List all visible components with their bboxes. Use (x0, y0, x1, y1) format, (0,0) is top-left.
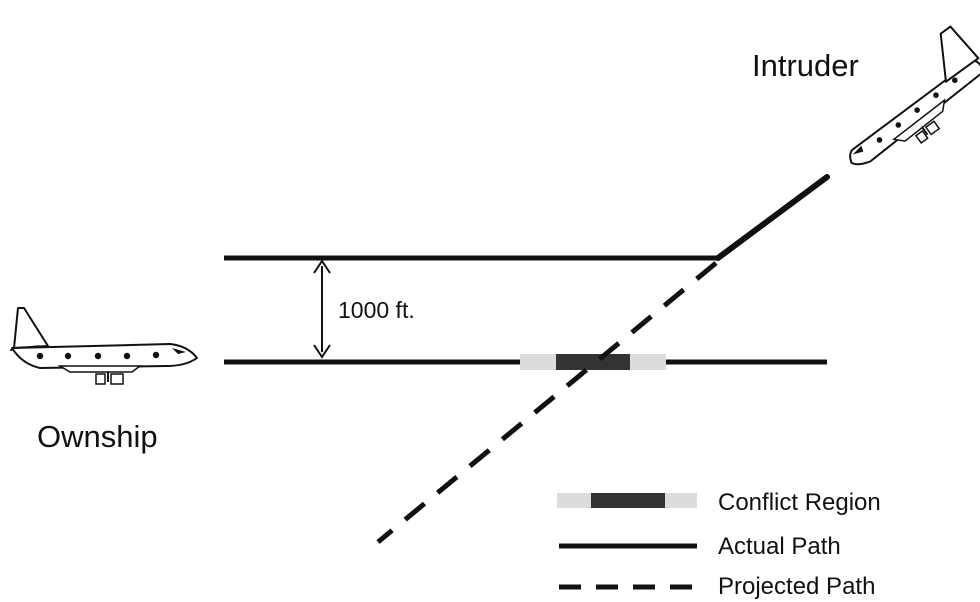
intruder-aircraft-icon (849, 25, 980, 166)
legend-conflict-region-label: Conflict Region (718, 489, 881, 516)
projected-path (376, 261, 718, 544)
intruder-label: Intruder (752, 48, 859, 83)
intruder-actual-path (224, 174, 830, 261)
legend-actual-path-label: Actual Path (718, 533, 841, 560)
ownship-label: Ownship (37, 419, 158, 454)
separation-arrow (313, 259, 331, 359)
separation-label: 1000 ft. (338, 297, 415, 323)
legend: Conflict Region Actual Path Projected Pa… (557, 489, 881, 600)
legend-conflict-region-swatch (557, 493, 697, 508)
conflict-region (520, 354, 666, 370)
ownship-aircraft-icon (9, 307, 198, 385)
legend-projected-path-label: Projected Path (718, 573, 875, 600)
